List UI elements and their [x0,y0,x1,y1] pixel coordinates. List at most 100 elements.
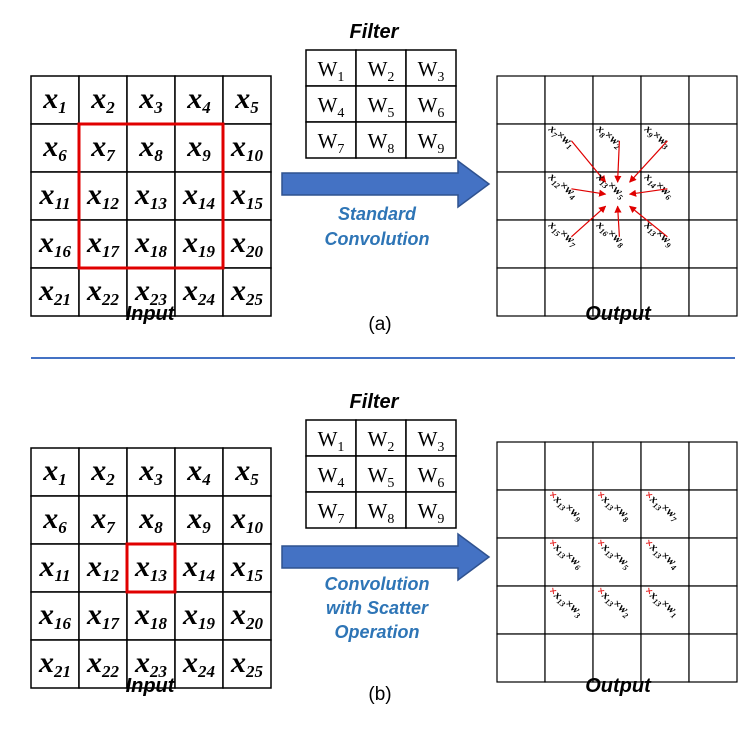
input-cell [174,75,224,125]
input-value: x22 [86,274,120,309]
contribution-pointer [571,188,607,197]
output-cell [640,75,690,125]
input-value: x13 [134,178,168,213]
input-value: x16 [38,226,72,261]
input-value: x11 [38,550,70,585]
term-text: x9×w3 [640,121,673,152]
output-cell [640,585,690,635]
input-cell [30,447,80,497]
input-cell [126,495,176,545]
output-cell [640,267,690,317]
output-cell [688,267,738,317]
input-cell [78,267,128,317]
receptive-field-highlight [77,122,225,270]
input-cell [222,123,272,173]
input-value: x5 [234,82,259,117]
output-cell [688,585,738,635]
output-cell [496,441,546,491]
filter-cell [305,419,357,457]
output-cell [496,537,546,587]
input-value: x25 [230,646,264,681]
output-grid [496,75,738,317]
operation-label-line: Convolution [325,229,430,249]
input-value: x4 [186,82,211,117]
output-cell [544,123,594,173]
arrow-shape [281,532,491,582]
output-cell [496,219,546,269]
output-cell [592,267,642,317]
input-value: x18 [134,226,168,261]
input-cell [78,639,128,689]
input-cell [174,639,224,689]
input-value: x3 [138,454,163,489]
output-cell [640,171,690,221]
filter-cell [355,121,407,159]
output-cell [592,489,642,539]
input-value: x21 [38,274,71,309]
input-cell [126,75,176,125]
input-cell [222,591,272,641]
filter-weight: W1 [318,57,345,85]
output-cell [592,441,642,491]
input-value: x11 [38,178,70,213]
filter-weight: W7 [318,129,345,157]
input-cell [174,171,224,221]
output-cell [496,633,546,683]
contribution-pointer [570,140,607,183]
arrow-shape [281,159,491,209]
input-value: x5 [234,454,259,489]
operation-label-line: Operation [334,622,419,642]
filter-weight: W3 [418,57,445,85]
output-cell [544,489,594,539]
output-cell [640,441,690,491]
filter-cell [305,49,357,87]
input-value: x7 [90,502,116,537]
input-cell [126,267,176,317]
input-value: x24 [182,646,215,681]
operation-label-line: Convolution [325,574,430,594]
input-value: x8 [138,130,163,165]
input-value: x14 [182,178,215,213]
input-value: x19 [182,226,216,261]
input-value: x1 [42,454,67,489]
input-value: x22 [86,646,120,681]
output-cell [496,171,546,221]
output-cell [544,75,594,125]
input-value: x1 [42,82,67,117]
output-cell [592,75,642,125]
output-cell [592,219,642,269]
input-value: x18 [134,598,168,633]
filter-title: Filter [350,21,400,43]
input-cell [78,75,128,125]
output-terms: ×x13×w9×x13×w8×x13×w7×x13×w6×x13×w5×x13×… [546,487,680,620]
input-value: x12 [86,178,120,213]
operation-arrow [281,159,491,209]
input-value: x13 [134,550,168,585]
input-label: Input [126,675,176,697]
input-cell [78,543,128,593]
output-cell [688,171,738,221]
input-cell [222,267,272,317]
output-cell [544,537,594,587]
filter-cell [355,491,407,529]
output-cell [544,267,594,317]
input-cell [174,267,224,317]
input-cell [222,75,272,125]
output-cell [688,75,738,125]
input-cell [30,219,80,269]
input-cell [126,123,176,173]
input-value: x20 [230,598,264,633]
filter-weight: W7 [318,499,345,527]
contribution-pointer [629,205,668,238]
input-value: x7 [90,130,116,165]
input-cell [126,591,176,641]
filter-weight: W9 [418,499,445,527]
input-value: x10 [230,130,264,165]
filter-cell [405,85,457,123]
scatter-source-highlight [125,542,177,594]
output-label: Output [585,303,652,325]
input-value: x6 [42,502,67,537]
